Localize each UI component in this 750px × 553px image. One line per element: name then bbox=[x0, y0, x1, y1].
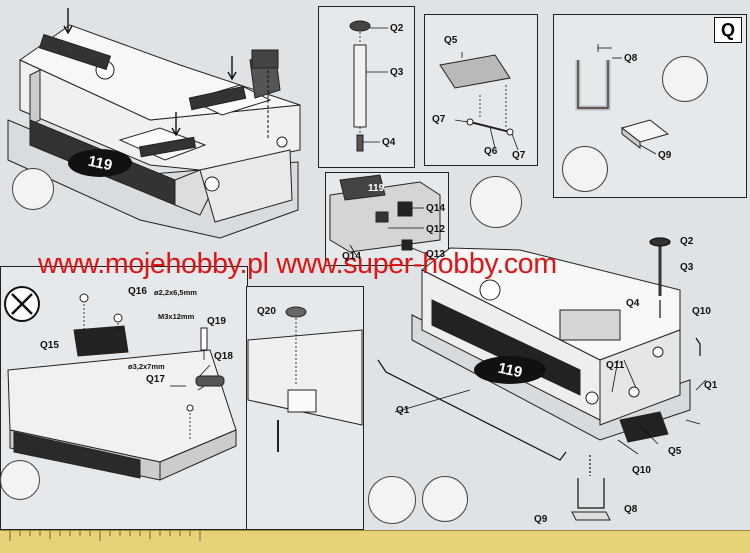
label-q1-right: Q1 bbox=[704, 380, 718, 391]
page-letter: Q bbox=[714, 17, 742, 43]
dim-q19: M3x12mm bbox=[158, 312, 195, 321]
label-q8-bottom: Q8 bbox=[624, 504, 638, 515]
label-q6: Q6 bbox=[484, 146, 498, 157]
emblem-number-inset: 119 bbox=[368, 183, 385, 194]
label-q5: Q5 bbox=[444, 35, 458, 46]
cross-icon bbox=[11, 293, 33, 315]
label-q14-top: Q14 bbox=[426, 203, 445, 214]
pliers-icon bbox=[562, 146, 608, 192]
label-q4-right: Q4 bbox=[626, 298, 640, 309]
label-q7-right: Q7 bbox=[512, 150, 526, 161]
cutter-icon bbox=[662, 56, 708, 102]
label-q3: Q3 bbox=[390, 67, 404, 78]
hand-icon bbox=[0, 460, 40, 500]
label-q18: Q18 bbox=[214, 351, 233, 362]
cutter-icon bbox=[12, 168, 54, 210]
label-q10-bottom: Q10 bbox=[632, 465, 651, 476]
dim-q16: ø2,2x6,5mm bbox=[154, 288, 197, 297]
label-q13: Q13 bbox=[426, 249, 445, 260]
ruler bbox=[0, 530, 750, 553]
label-q9-bottom: Q9 bbox=[534, 514, 548, 525]
label-q11: Q11 bbox=[606, 360, 625, 371]
label-q12: Q12 bbox=[426, 224, 445, 235]
label-q2-right: Q2 bbox=[680, 236, 694, 247]
dim-q17: ø3,2x7mm bbox=[128, 362, 165, 371]
label-q19: Q19 bbox=[207, 316, 226, 327]
pliers-icon bbox=[470, 176, 522, 228]
label-q3-right: Q3 bbox=[680, 262, 694, 273]
label-q1-left: Q1 bbox=[396, 405, 410, 416]
cutter-icon bbox=[422, 476, 468, 522]
label-q8-top: Q8 bbox=[624, 53, 638, 64]
no-glue-icon bbox=[4, 286, 40, 322]
panel-q5-q7 bbox=[424, 14, 538, 166]
label-q20: Q20 bbox=[257, 306, 276, 317]
label-q14-bottom: Q14 bbox=[342, 251, 361, 262]
label-q7-left: Q7 bbox=[432, 114, 446, 125]
pliers-icon bbox=[368, 476, 416, 524]
label-q10-top: Q10 bbox=[692, 306, 711, 317]
label-q2: Q2 bbox=[390, 23, 404, 34]
label-q15: Q15 bbox=[40, 340, 59, 351]
label-q9-top: Q9 bbox=[658, 150, 672, 161]
label-q17: Q17 bbox=[146, 374, 165, 385]
ruler-ticks bbox=[9, 531, 201, 541]
label-q5-right: Q5 bbox=[668, 446, 682, 457]
label-q16: Q16 bbox=[128, 286, 147, 297]
label-q4: Q4 bbox=[382, 137, 396, 148]
watermark: www.mojehobby.pl www.super-hobby.com bbox=[38, 248, 557, 280]
